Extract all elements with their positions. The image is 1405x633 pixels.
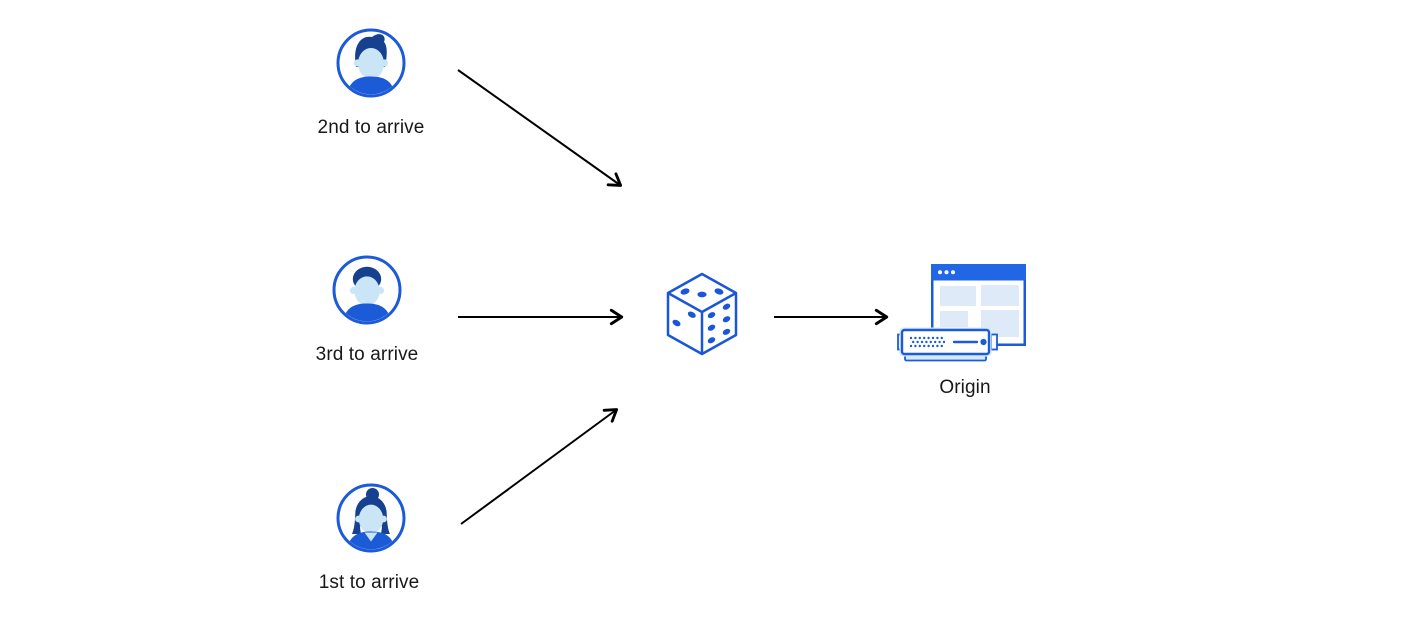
actor-second: 2nd to arrive [318,27,424,138]
user-avatar-icon [332,255,402,325]
actor-label: 2nd to arrive [317,117,425,138]
actor-label: 1st to arrive [318,572,420,593]
server-icon [897,327,998,362]
dice-icon [666,272,738,356]
arrow-second-to-dice [457,69,623,187]
user-avatar-icon [336,28,406,98]
origin-label: Origin [939,377,991,398]
user-avatar-icon [336,483,406,553]
arrow-first-to-dice [460,408,619,525]
actor-label: 3rd to arrive [315,344,419,365]
actor-first: 1st to arrive [319,482,419,593]
actor-third: 3rd to arrive [316,254,418,365]
